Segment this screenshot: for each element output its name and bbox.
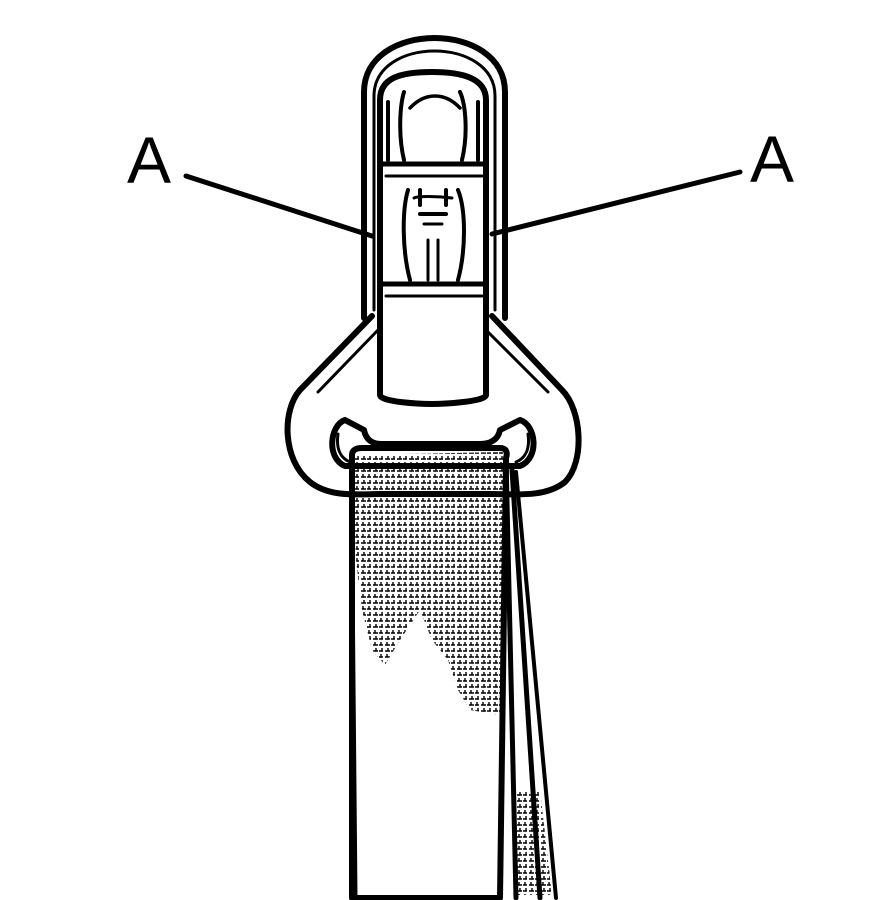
leader-line-left xyxy=(183,173,375,239)
seat-belt-webbing xyxy=(349,445,558,900)
belt-guide-bracket xyxy=(361,35,508,321)
callout-label-left: A xyxy=(127,123,171,197)
leader-line-right xyxy=(489,169,743,237)
anchor-bolt xyxy=(377,69,489,407)
callout-label-right: A xyxy=(750,122,794,196)
leader-lines xyxy=(183,169,743,239)
